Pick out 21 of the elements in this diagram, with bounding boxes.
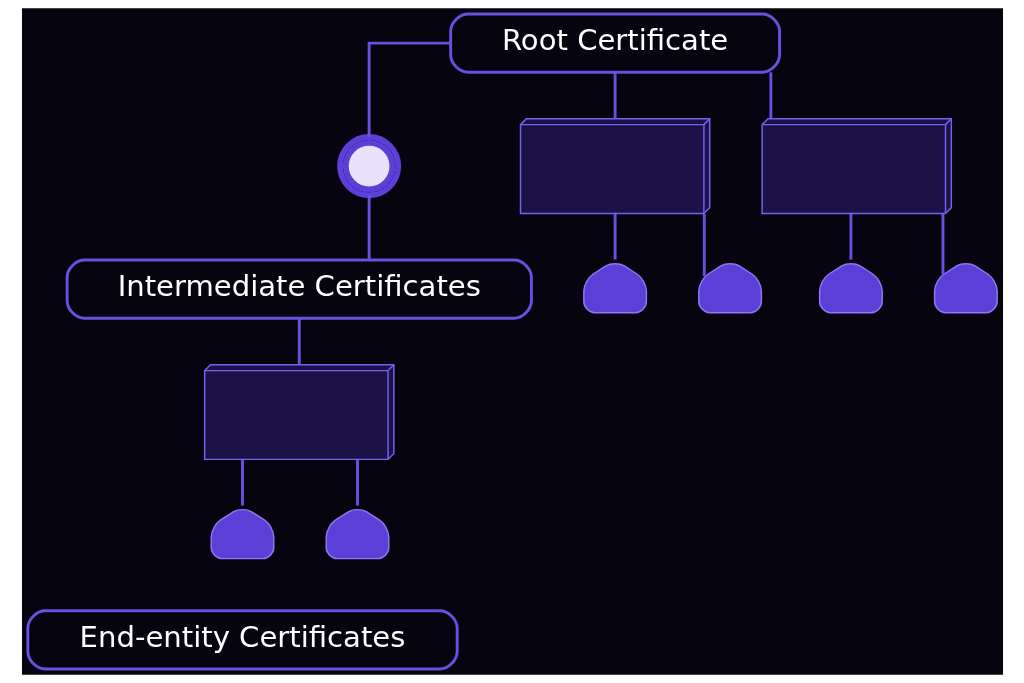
connector xyxy=(941,214,944,275)
node-lock xyxy=(697,262,762,314)
connector xyxy=(768,72,772,119)
connector xyxy=(240,460,244,506)
connector xyxy=(297,318,301,365)
connector xyxy=(355,460,359,506)
node-box: Intermediate Certificates xyxy=(65,258,533,320)
node-lock xyxy=(933,262,998,314)
connector xyxy=(367,41,450,137)
connector xyxy=(702,214,706,277)
connector xyxy=(613,214,617,260)
node-lock xyxy=(818,262,883,314)
node-box: Root Certificate xyxy=(448,12,781,74)
node-box: End-entity Certificates xyxy=(25,609,459,671)
node-lock xyxy=(582,262,647,314)
connector xyxy=(367,195,371,260)
connector xyxy=(613,72,617,119)
node-lock xyxy=(210,508,275,560)
node-lock xyxy=(324,508,389,560)
node-badge xyxy=(336,134,401,199)
connector xyxy=(848,214,852,260)
